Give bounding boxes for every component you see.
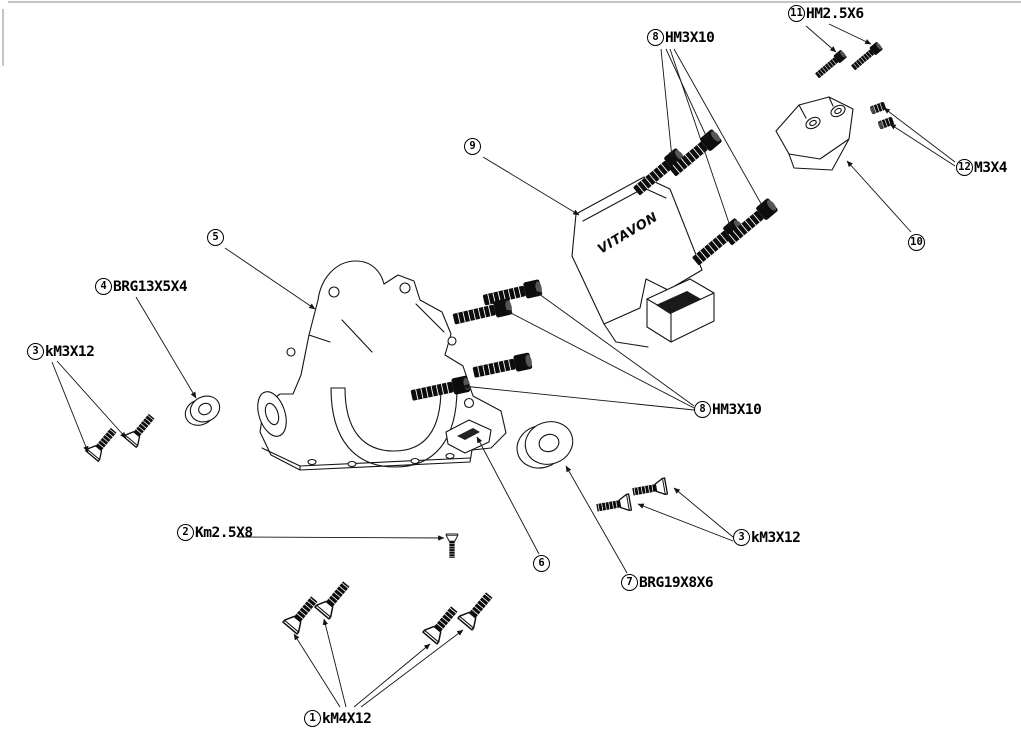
callout-number: 4 bbox=[95, 278, 112, 295]
callout-label: BRG19X8X6 bbox=[639, 574, 714, 591]
callout-6: 6 bbox=[533, 555, 550, 572]
screw-km4x12 bbox=[282, 592, 323, 635]
screw-km3x12 bbox=[85, 424, 121, 462]
screw-m3x4 bbox=[868, 100, 888, 116]
callout-9: 9 bbox=[464, 138, 481, 155]
callout-number: 12 bbox=[956, 159, 973, 176]
screw-hm2-5x6 bbox=[813, 48, 848, 80]
callout-number: 3 bbox=[733, 529, 750, 546]
gearbox-housing bbox=[257, 260, 507, 471]
callout-label: kM3X12 bbox=[751, 529, 801, 546]
callout-number: 10 bbox=[908, 234, 925, 251]
screw-hm3x10 bbox=[451, 297, 514, 328]
callout-label: BRG13X5X4 bbox=[113, 278, 188, 295]
screw-km3x12 bbox=[123, 410, 159, 448]
screw-km4x12 bbox=[422, 602, 463, 645]
base-holes bbox=[307, 452, 455, 468]
screw-m3x4 bbox=[876, 115, 896, 131]
screw-hm3x10 bbox=[689, 216, 747, 269]
callout-label: HM3X10 bbox=[712, 401, 762, 418]
callout-number: 11 bbox=[788, 5, 805, 22]
bearing-19x8x6 bbox=[516, 421, 574, 469]
callout-number: 5 bbox=[207, 229, 224, 246]
callout-5: 5 bbox=[207, 229, 224, 246]
callout-number: 8 bbox=[647, 29, 664, 46]
callout-label: Km2.5X8 bbox=[195, 524, 253, 541]
callout-number: 6 bbox=[533, 555, 550, 572]
callout-label: HM3X10 bbox=[665, 29, 715, 46]
screw-km4x12 bbox=[314, 577, 355, 620]
callout-label: kM3X12 bbox=[45, 343, 95, 360]
leader-lines bbox=[51, 23, 956, 708]
screw-km3x12 bbox=[630, 477, 669, 501]
callout-number: 2 bbox=[177, 524, 194, 541]
callout-number: 8 bbox=[694, 401, 711, 418]
callout-10: 10 bbox=[908, 234, 925, 251]
callout-number: 3 bbox=[27, 343, 44, 360]
screw-km4x12 bbox=[457, 588, 498, 631]
screw-hm2-5x6 bbox=[849, 40, 884, 72]
callout-label: M3X4 bbox=[974, 159, 1007, 176]
screw-km3x12 bbox=[594, 493, 633, 517]
callout-number: 7 bbox=[621, 574, 638, 591]
callout-label: HM2.5X6 bbox=[806, 5, 864, 22]
callout-number: 1 bbox=[304, 710, 321, 727]
callout-number: 9 bbox=[464, 138, 481, 155]
servo-clamp bbox=[775, 96, 854, 171]
screw-hm3x10 bbox=[481, 278, 544, 309]
callout-label: kM4X12 bbox=[322, 710, 372, 727]
bearing-13x5x4 bbox=[184, 395, 221, 426]
slider-insert bbox=[445, 419, 492, 454]
screw-km2-5x8 bbox=[445, 533, 459, 559]
drawing-frame bbox=[2, 1, 1021, 66]
screw-hm3x10 bbox=[471, 351, 534, 382]
fasteners bbox=[85, 40, 896, 645]
gearbox-cover: VITAVON bbox=[571, 176, 715, 348]
